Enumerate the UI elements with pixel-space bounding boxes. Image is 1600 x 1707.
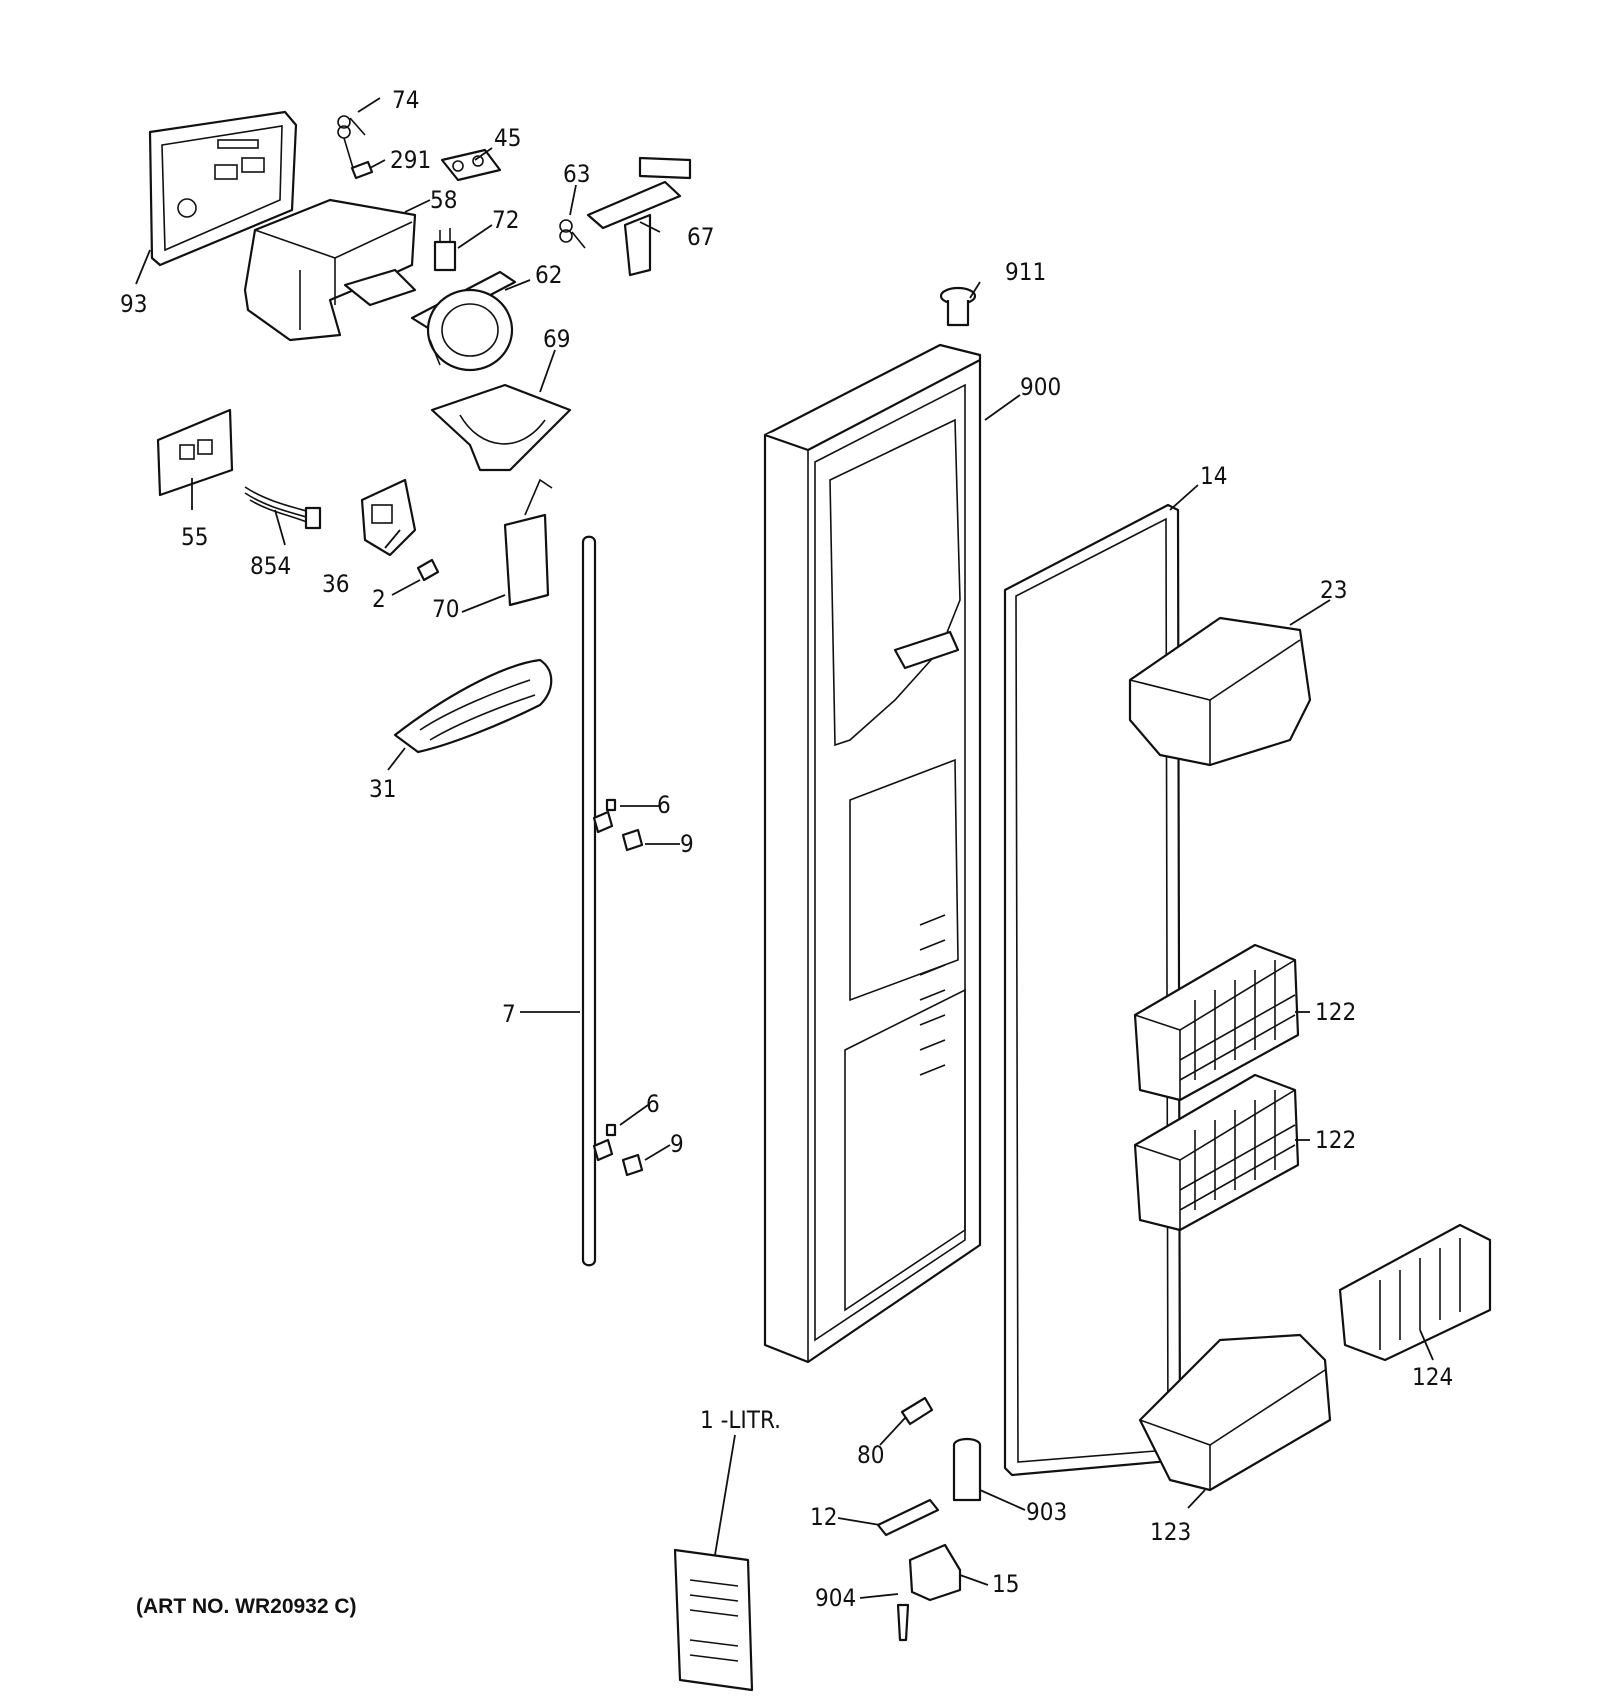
part-123-lower-bin [1138, 1333, 1332, 1492]
callout-58: 58 [430, 186, 457, 214]
part-70-paddle [503, 478, 553, 607]
leader-lines [135, 97, 1434, 1599]
part-7-handle-rod [581, 535, 614, 1267]
callout-80: 80 [857, 1441, 884, 1469]
part-12-hinge-plate [876, 1498, 940, 1537]
callout-900: 900 [1020, 373, 1061, 401]
part-69-funnel [430, 383, 572, 472]
callout-36: 36 [322, 570, 349, 598]
callout-63: 63 [563, 160, 590, 188]
part-900-door [763, 343, 982, 1364]
part-124-wire-basket [1338, 1223, 1492, 1362]
callout-55: 55 [181, 523, 208, 551]
callout-labels: 74 45 291 58 63 72 67 93 62 911 69 900 1… [120, 86, 1453, 1612]
part-6-9-fasteners [605, 798, 644, 1177]
callout-911: 911 [1005, 258, 1046, 286]
part-dispenser-housing [243, 198, 417, 342]
part-1-litr-booklet [673, 1548, 754, 1692]
callout-122-lower: 122 [1315, 1126, 1356, 1154]
callout-6-lower: 6 [646, 1090, 660, 1118]
part-72-switch [433, 228, 457, 272]
callout-6-upper: 6 [657, 791, 671, 819]
part-63-spring [559, 219, 586, 249]
callout-7: 7 [502, 1000, 516, 1028]
callout-291: 291 [390, 146, 431, 174]
callout-122-upper: 122 [1315, 998, 1356, 1026]
callout-903: 903 [1026, 1498, 1067, 1526]
part-15-bottom-hinge [908, 1543, 962, 1602]
part-291-screw [350, 160, 374, 180]
art-number: (ART NO. WR20932 C) [136, 1595, 357, 1618]
callout-9-lower: 9 [670, 1130, 684, 1158]
part-80-bushing [900, 1396, 934, 1426]
callout-854: 854 [250, 552, 291, 580]
callout-904: 904 [815, 1584, 856, 1612]
part-31-drip-tray [393, 658, 553, 754]
part-93-control-panel [148, 110, 298, 267]
callout-62: 62 [535, 261, 562, 289]
callout-70: 70 [432, 595, 459, 623]
part-14-door-gasket [1003, 503, 1182, 1477]
part-122-lower-basket [1133, 1073, 1300, 1232]
callout-74: 74 [392, 86, 419, 114]
callout-9-upper: 9 [680, 830, 694, 858]
callout-2: 2 [372, 585, 386, 613]
part-23-door-bin [1128, 616, 1312, 767]
callout-15: 15 [992, 1570, 1019, 1598]
callout-12: 12 [810, 1503, 837, 1531]
callout-93: 93 [120, 290, 147, 318]
callout-45: 45 [494, 124, 521, 152]
callout-72: 72 [492, 206, 519, 234]
part-911-hinge-bushing [939, 286, 977, 327]
callout-23: 23 [1320, 576, 1347, 604]
part-62-chute-ring [410, 270, 517, 372]
part-122-upper-basket [1133, 943, 1300, 1102]
part-854-wire-harness [244, 486, 322, 530]
callout-124: 124 [1412, 1363, 1453, 1391]
callout-14: 14 [1200, 462, 1227, 490]
callout-67: 67 [687, 223, 714, 251]
callout-123: 123 [1150, 1518, 1191, 1546]
part-55-switch-plate [156, 408, 234, 497]
part-67-actuator [586, 156, 692, 277]
callout-1-litr: 1 -LITR. [700, 1406, 781, 1434]
part-36-bracket [360, 478, 417, 557]
part-903-hinge-pin [952, 1437, 982, 1502]
callout-31: 31 [369, 775, 396, 803]
part-2-screw [416, 558, 440, 582]
callout-69: 69 [543, 325, 570, 353]
part-45-bracket [440, 148, 502, 182]
part-904-screw [896, 1603, 910, 1642]
